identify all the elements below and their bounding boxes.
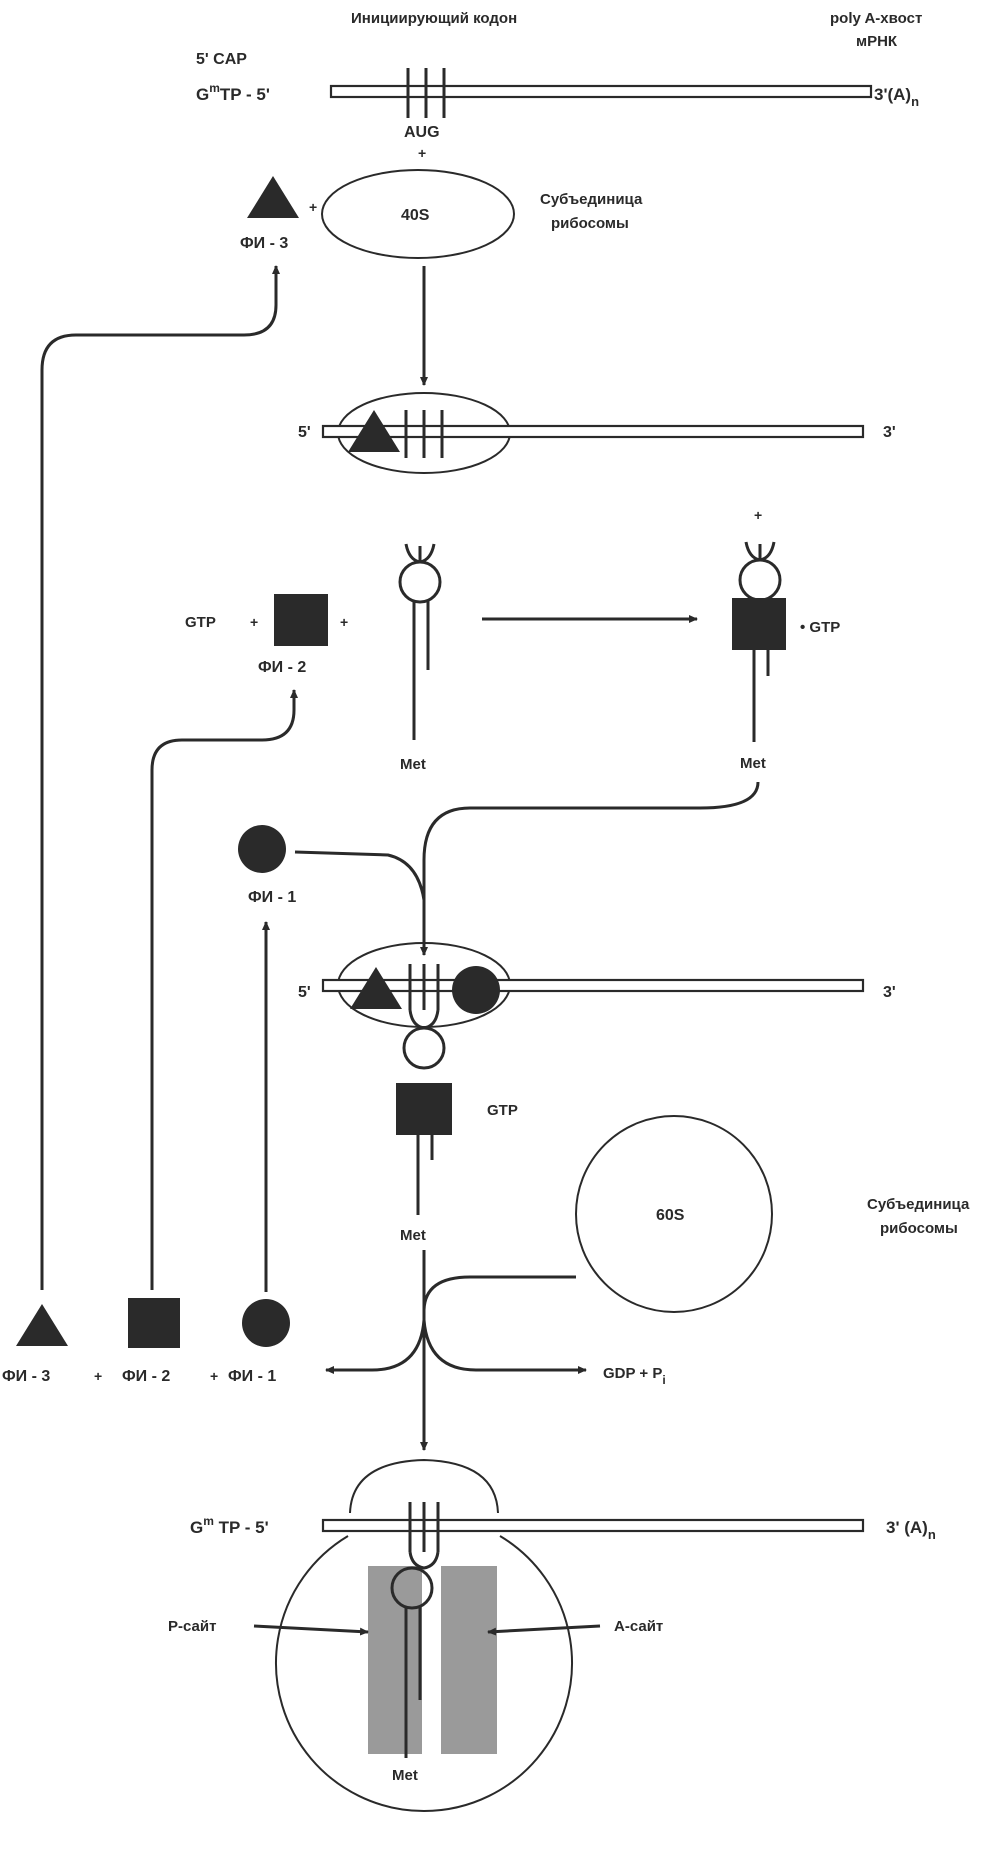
three-prime-label: 3' [883,424,896,441]
mrna-strand-top [329,84,873,99]
mrna-strand-80s [321,1518,865,1533]
met-trna-p-site [390,1502,440,1758]
gtp-label: GTP [487,1102,518,1119]
p-site-label: P-сайт [168,1618,216,1635]
polya-label-line1: poly A-хвост [830,10,922,27]
release-gdp-line [422,1319,587,1374]
codon-marks-top [406,68,446,118]
a-site-label: A-сайт [614,1618,663,1635]
met-label: Met [400,756,426,773]
cap-label: 5' CAP [196,51,247,68]
fi1-free-label: ФИ - 1 [228,1368,276,1385]
gmtp-label: GmTP - 5' [196,81,270,104]
mrna-strand-complex2 [321,978,865,993]
fi2-square-icon [274,594,328,646]
initiating-codon-label: Инициирующий кодон [351,10,517,27]
five-prime-label: 5' [298,424,311,441]
subunit-label-line2: рибосомы [880,1220,958,1237]
gtp-bound-label: • GTP [800,619,840,636]
met-label: Met [400,1227,426,1244]
fi2-label: ФИ - 2 [258,659,306,676]
subunit-label-line1: Субъединица [867,1196,970,1213]
fi3-bound-triangle-icon [348,410,400,452]
60s-label: 60S [656,1207,685,1224]
fi1-free-circle-icon [242,1299,290,1347]
plus-sign: + [210,1368,218,1384]
ribosome-60s-subunit [575,1115,773,1313]
fi1-merge-line [294,850,426,901]
three-an-label-bottom: 3' (A)n [886,1518,936,1542]
plus-sign: + [94,1368,102,1384]
fi2-bound-square-icon [732,598,786,650]
gtp-label: GTP [185,614,216,631]
aug-label: AUG [404,124,440,141]
fi3-bound-triangle-icon [350,967,402,1009]
ribosome-40s-subunit [321,169,515,259]
plus-sign: + [250,614,258,630]
fi3-free-triangle-icon [16,1304,68,1346]
fi3-label: ФИ - 3 [240,235,288,252]
60s-merge-line [422,1275,576,1311]
three-prime-label: 3' [883,984,896,1001]
trna-in-complex2 [396,964,452,1215]
codon-marks-complex1 [404,410,444,458]
mrna-strand-complex1 [321,424,865,439]
fi2-free-label: ФИ - 2 [122,1368,170,1385]
subunit-label-line2: рибосомы [551,215,629,232]
subunit-label-line1: Субъединица [540,191,643,208]
p-site-region [368,1566,422,1754]
five-prime-label: 5' [298,984,311,1001]
p-site-pointer-arrow [253,1624,369,1636]
met-label: Met [392,1767,418,1784]
plus-sign: + [754,507,762,523]
fi3-triangle-icon [247,176,299,218]
gmtp-5-label-bottom: Gm TP - 5' [190,1514,269,1537]
fi1-bound-circle-icon [452,966,500,1014]
ternary-merge-line [420,781,760,956]
polya-3an-label: 3'(A)n [874,85,919,109]
met-trna-free [398,543,442,740]
ternary-complex [732,541,786,742]
40s-label: 40S [401,207,430,224]
fi3-recycle-arrow [40,265,280,1290]
plus-sign: + [418,145,426,161]
a-site-pointer-arrow [487,1624,601,1636]
release-factors-line [325,1319,426,1374]
fi1-label: ФИ - 1 [248,889,296,906]
a-site-region [441,1566,497,1754]
fi2-free-square-icon [128,1298,180,1348]
fi2-recycle-arrow [150,689,298,1290]
gdp-pi-label: GDP + Pi [603,1365,666,1387]
met-label: Met [740,755,766,772]
fi2-bound-square-icon [396,1083,452,1135]
plus-sign: + [340,614,348,630]
plus-sign: + [309,199,317,215]
polya-label-line2: мРНК [856,33,898,50]
fi3-free-label: ФИ - 3 [2,1368,50,1385]
ribosome-80s [275,1458,573,1812]
fi1-circle-icon [238,825,286,873]
